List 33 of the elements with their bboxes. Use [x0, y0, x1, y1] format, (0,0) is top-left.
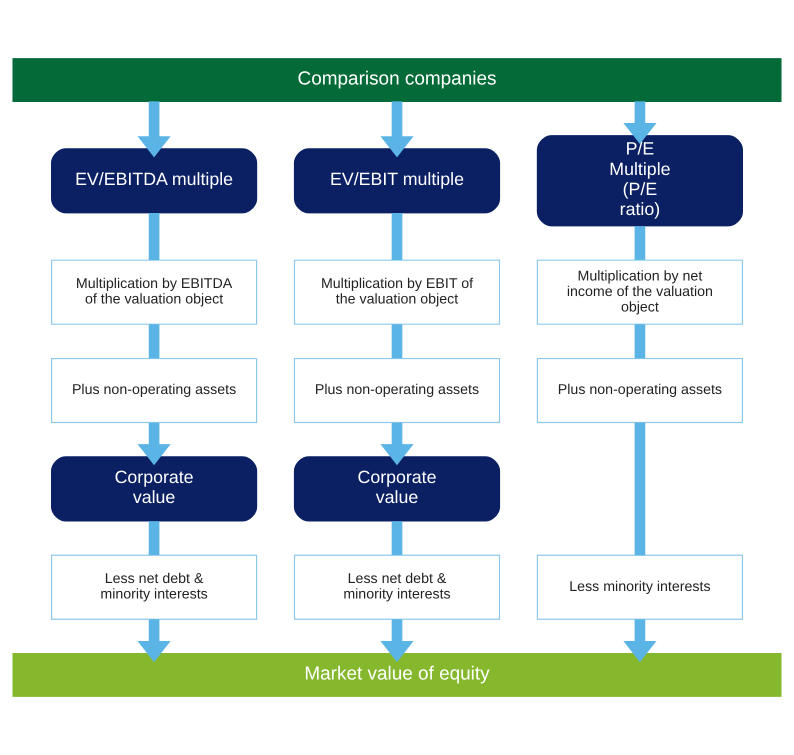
connector — [634, 324, 646, 358]
node-box: Plus non-operating assets — [536, 358, 744, 424]
connector — [148, 324, 160, 358]
node-box: Market value of equity — [12, 653, 782, 697]
node-box: Corporate value — [50, 456, 258, 522]
arrow — [380, 101, 414, 158]
connector — [634, 422, 646, 556]
connector — [392, 213, 402, 260]
node-box: Less minority interests — [536, 554, 744, 620]
node-box: Multiplication by EBIT of the valuation object — [294, 260, 500, 325]
node-box: P/E Multiple (P/E ratio) — [536, 135, 744, 226]
node-box: Corporate value — [294, 456, 500, 522]
connector — [148, 213, 160, 260]
connector — [392, 521, 402, 555]
node-box: Less net debt & minority interests — [294, 554, 500, 620]
node-box: Multiplication by net income of the valuation object — [536, 260, 744, 325]
arrow — [380, 422, 414, 466]
arrow — [380, 619, 414, 662]
node-box: Multiplication by EBITDA of the valuation object — [50, 260, 258, 325]
connector — [392, 324, 402, 358]
arrow — [138, 422, 171, 466]
node-box: EV/EBITDA multiple — [50, 148, 258, 214]
connector — [634, 226, 646, 260]
arrow — [623, 619, 657, 662]
arrow — [623, 101, 657, 144]
node-box: Less net debt & minority interests — [50, 554, 258, 620]
node-box: Plus non-operating assets — [50, 358, 258, 424]
node-box: Comparison companies — [12, 58, 782, 102]
arrow — [138, 619, 171, 662]
arrow — [138, 101, 171, 158]
node-box: Plus non-operating assets — [294, 358, 500, 424]
node-box: EV/EBIT multiple — [294, 148, 500, 214]
connector — [148, 521, 160, 555]
